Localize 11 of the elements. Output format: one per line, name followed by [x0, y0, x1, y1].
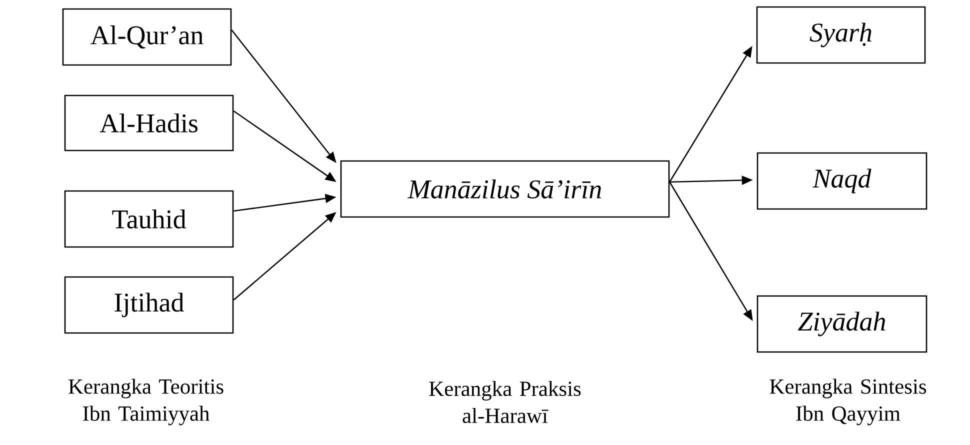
- text-box: Manāzilus Sā’irīn: [340, 160, 670, 218]
- text-box: Syarḥ: [756, 6, 926, 64]
- column-caption: Kerangka Sintesis Ibn Qayyim: [770, 378, 926, 426]
- text-box: Tauhid: [64, 190, 234, 248]
- text-box: Naqd: [756, 152, 928, 210]
- column-caption: Kerangka Teoritis Ibn Taimiyyah: [68, 378, 224, 426]
- text-box: Al-Hadis: [64, 94, 234, 152]
- text-box: Ziyādah: [756, 295, 928, 353]
- column-caption: Kerangka Praksis al-Harawī: [429, 380, 581, 424]
- text-box: Al-Qur’an: [62, 8, 232, 66]
- text-box: Ijtihad: [64, 276, 234, 334]
